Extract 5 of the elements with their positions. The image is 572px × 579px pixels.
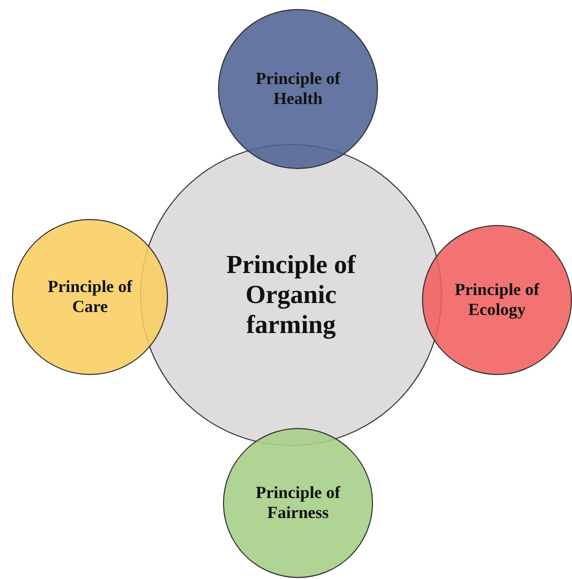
circle-label: Principle of Fairness [254,483,342,523]
circle-label: Principle of Health [254,69,342,109]
circle-label: Principle of Organic farming [225,250,357,340]
circle-label: Principle of Ecology [454,280,540,320]
circle-label: Principle of Care [46,277,134,317]
